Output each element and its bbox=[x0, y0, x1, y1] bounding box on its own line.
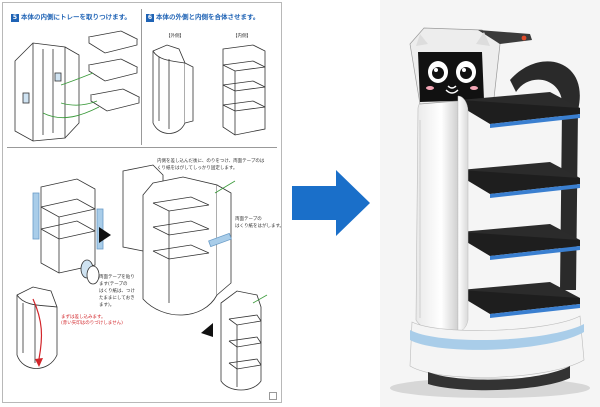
body-shell bbox=[415, 93, 459, 333]
step6-outer-shell bbox=[152, 44, 194, 134]
head-top-panel bbox=[478, 30, 532, 44]
red-insert-arrow-line bbox=[32, 298, 43, 360]
front-shell-edge bbox=[457, 95, 469, 331]
outer-label: 【外側】 bbox=[166, 34, 184, 39]
step5-trays bbox=[87, 30, 141, 112]
step6-inner-rack bbox=[222, 44, 266, 136]
note-right-line1: 両面テープの bbox=[235, 217, 262, 222]
assembly-rack-left bbox=[40, 178, 96, 274]
step-6-title: 本体の外側と内側を合体させます。 bbox=[156, 13, 260, 21]
tape-strip-left bbox=[32, 192, 40, 240]
step-5-title: 本体の内側にトレーを取りつけます。 bbox=[21, 13, 131, 21]
note-mid-line1: 両面テープを貼り bbox=[99, 275, 135, 280]
note-mid-line2: ます(テープの bbox=[99, 282, 128, 287]
right-arrow-icon bbox=[292, 170, 370, 236]
status-light bbox=[521, 35, 527, 41]
base-bumper bbox=[428, 366, 570, 391]
step-indicator-triangle-2 bbox=[201, 323, 213, 337]
note-red-line1: まずは差し込みます。 bbox=[61, 315, 106, 320]
note-red-line2: (赤い矢印はのりづけしません) bbox=[61, 321, 123, 326]
cat-face bbox=[426, 61, 478, 94]
red-insert-arrowhead bbox=[35, 358, 43, 367]
step-6-number: 6 bbox=[146, 14, 154, 22]
note-top-line2: くり紙をはがしてしっかり固定します。 bbox=[157, 166, 238, 171]
tape-roll-2 bbox=[86, 265, 100, 285]
robot-illustration bbox=[390, 27, 590, 398]
vertical-divider bbox=[141, 9, 142, 145]
note-mid-line5: ます)。 bbox=[99, 303, 115, 308]
assembly-finished-right bbox=[220, 290, 262, 391]
note-right-line2: はくり紙をはがします。 bbox=[235, 224, 285, 229]
tape-strip-center bbox=[208, 232, 232, 248]
finished-guide-line bbox=[252, 294, 268, 304]
note-top-line1: 内側を差し込んだ後に、のりをつけ、両面テープのは bbox=[157, 159, 265, 164]
base-light-strip bbox=[410, 324, 584, 350]
note-mid-line3: はくり紙は、つけ bbox=[99, 289, 135, 294]
step-5-number: 5 bbox=[11, 14, 19, 22]
step5-body-shell bbox=[14, 42, 80, 142]
left-ear bbox=[416, 34, 428, 46]
assembly-illustrations bbox=[14, 30, 268, 391]
right-ear bbox=[476, 32, 490, 46]
horizontal-divider bbox=[7, 147, 277, 148]
step-indicator-triangle-1 bbox=[99, 227, 111, 243]
page-corner-box bbox=[269, 392, 277, 400]
robot-trays bbox=[460, 92, 580, 318]
robot-photo bbox=[380, 0, 600, 407]
note-mid-line4: たままにしておき bbox=[99, 296, 135, 301]
inner-label: 【内側】 bbox=[233, 34, 251, 39]
step5-guide-lines bbox=[42, 72, 100, 119]
center-guide-line bbox=[214, 180, 236, 194]
assembly-shell-bottom-left bbox=[16, 286, 58, 369]
